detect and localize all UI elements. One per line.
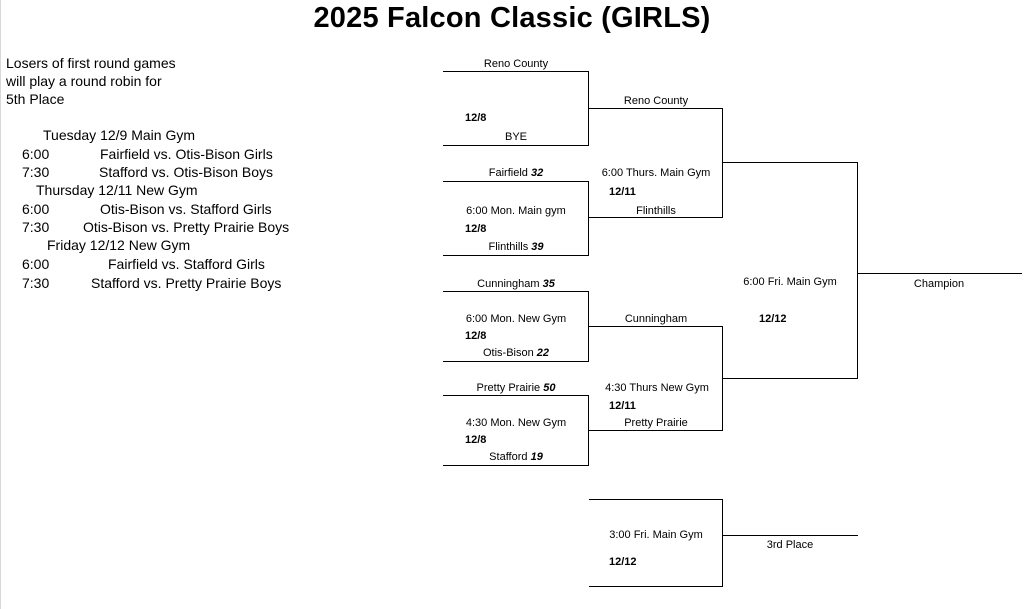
r1-game4-date: 12/8 [465, 434, 487, 446]
score: 22 [536, 347, 550, 359]
third-place-date: 12/12 [609, 556, 637, 568]
schedule-matchup: Otis-Bison vs. Stafford Girls [100, 201, 272, 217]
schedule-matchup: Stafford vs. Otis-Bison Boys [99, 164, 274, 180]
r1-game3-bottom-team: Otis-Bison 22 [482, 347, 550, 359]
champion-label: Champion [913, 278, 965, 290]
score: 35 [542, 278, 555, 290]
schedule-time: 6:00 [22, 146, 50, 162]
r1-game2-date: 12/8 [465, 223, 487, 235]
r2-game2-info: 4:30 Thurs New Gym [605, 382, 709, 394]
final-info: 6:00 Fri. Main Gym [743, 276, 837, 288]
score: 19 [530, 451, 543, 463]
r1-game2-info: 6:00 Mon. Main gym [466, 205, 566, 217]
note-line-1: Losers of first round games [6, 55, 176, 71]
r2-game1-info: 6:00 Thurs. Main Gym [601, 167, 711, 179]
third-place-label: 3rd Place [766, 539, 814, 551]
schedule-matchup: Stafford vs. Pretty Prairie Boys [91, 275, 282, 291]
r1-game4-top-team: Pretty Prairie 50 [476, 382, 556, 394]
r1-game4-bottom-team: Stafford 19 [489, 451, 543, 463]
schedule-day-tuesday: Tuesday 12/9 Main Gym [43, 127, 195, 143]
r2-game2-top-team: Cunningham [624, 313, 688, 325]
note-line-3: 5th Place [6, 91, 65, 107]
sheet-grid-edge [0, 0, 1, 609]
schedule-day-thursday: Thursday 12/11 New Gym [36, 182, 198, 198]
schedule-time: 7:30 [22, 219, 50, 235]
schedule-day-friday: Friday 12/12 New Gym [47, 237, 191, 253]
r1-game1-top-team: Reno County [483, 58, 549, 70]
score: 50 [543, 382, 556, 394]
schedule-matchup: Fairfield vs. Stafford Girls [108, 256, 265, 272]
schedule-time: 6:00 [22, 256, 50, 272]
r2-game1-date: 12/11 [609, 186, 636, 198]
r1-game3-date: 12/8 [465, 330, 487, 342]
page-title: 2025 Falcon Classic (GIRLS) [313, 2, 711, 34]
note-line-2: will play a round robin for [6, 73, 162, 89]
r1-game3-info: 6:00 Mon. New Gym [465, 313, 567, 325]
third-place-info: 3:00 Fri. Main Gym [609, 529, 703, 541]
score: 39 [531, 241, 544, 253]
schedule-matchup: Otis-Bison vs. Pretty Prairie Boys [83, 219, 290, 235]
r1-game1-bottom-team: BYE [504, 131, 528, 143]
r2-game2-bottom-team: Pretty Prairie [624, 417, 688, 429]
schedule-time: 6:00 [22, 201, 50, 217]
r1-game4-info: 4:30 Mon. New Gym [465, 417, 567, 429]
final-date: 12/12 [759, 313, 787, 325]
r1-game2-bottom-team: Flinthills 39 [488, 241, 544, 253]
schedule-time: 7:30 [22, 164, 50, 180]
schedule-matchup: Fairfield vs. Otis-Bison Girls [100, 146, 273, 162]
r1-game2-top-team: Fairfield 32 [488, 167, 544, 179]
r2-game1-top-team: Reno County [623, 95, 689, 107]
r1-game3-top-team: Cunningham 35 [477, 278, 555, 290]
schedule-time: 7:30 [22, 275, 50, 291]
r2-game1-bottom-team: Flinthills [636, 205, 676, 217]
r2-game2-date: 12/11 [609, 400, 636, 412]
r1-game1-date: 12/8 [465, 112, 487, 124]
score: 32 [530, 167, 544, 179]
